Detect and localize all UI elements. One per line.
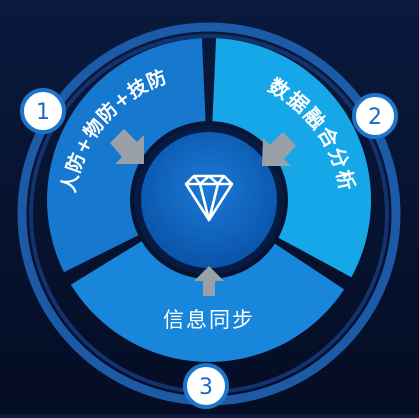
segment-2-background	[212, 38, 372, 278]
badge-1-number: 1	[36, 100, 50, 125]
segment-3-background	[70, 241, 345, 362]
badge-2: 2	[352, 93, 398, 139]
badge-3: 3	[183, 363, 229, 409]
diamond-icon	[184, 174, 234, 222]
badge-1: 1	[20, 88, 66, 134]
arrow-icon-right	[262, 132, 296, 166]
badge-3-number: 3	[199, 375, 213, 400]
arrow-icon-left	[110, 129, 144, 164]
center-disc	[141, 132, 277, 268]
badge-2-number: 2	[368, 105, 382, 130]
arrow-icon-bottom	[194, 266, 224, 296]
segment-3-label: 信息同步	[163, 308, 255, 332]
